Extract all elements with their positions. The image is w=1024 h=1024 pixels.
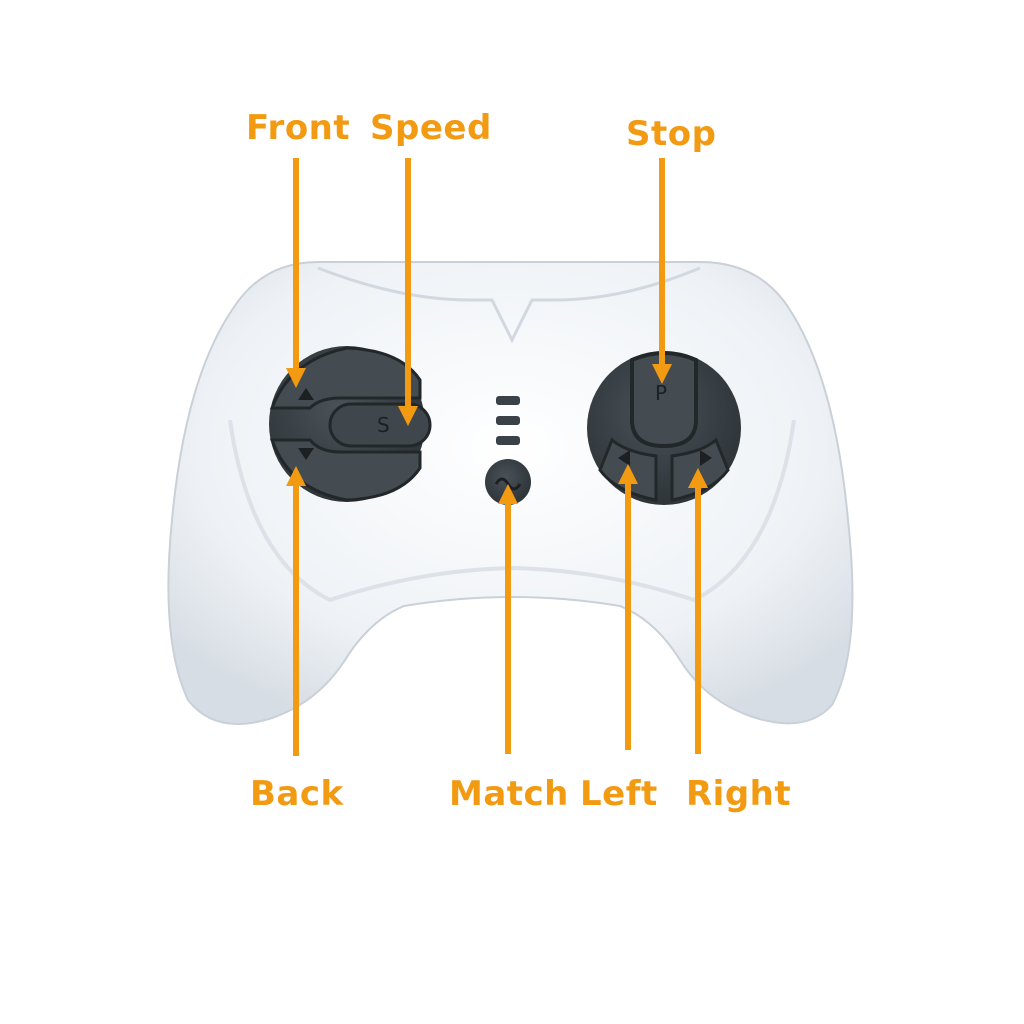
stop-button-mark: P [655,381,667,405]
callout-front: Front [246,108,351,148]
front-arrow [286,158,306,388]
triangle-down-icon [298,448,314,460]
speed-arrow [398,158,418,426]
callout-back: Back [250,774,344,814]
speed-button-mark: S [377,413,390,437]
right-arrow [688,468,708,754]
triangle-left-icon [618,450,630,466]
triangle-up-icon [298,388,314,400]
callout-match: Match [449,774,569,814]
left-arrow [618,464,638,750]
back-arrow [286,466,306,756]
led-bars-icon [496,396,520,445]
callout-left: Left [580,774,658,814]
match-arrow [498,484,518,754]
callout-speed: Speed [370,108,492,148]
callout-right: Right [686,774,792,814]
triangle-right-icon [700,450,712,466]
stop-arrow [652,158,672,384]
right-button[interactable] [670,437,730,502]
callout-stop: Stop [626,114,717,154]
